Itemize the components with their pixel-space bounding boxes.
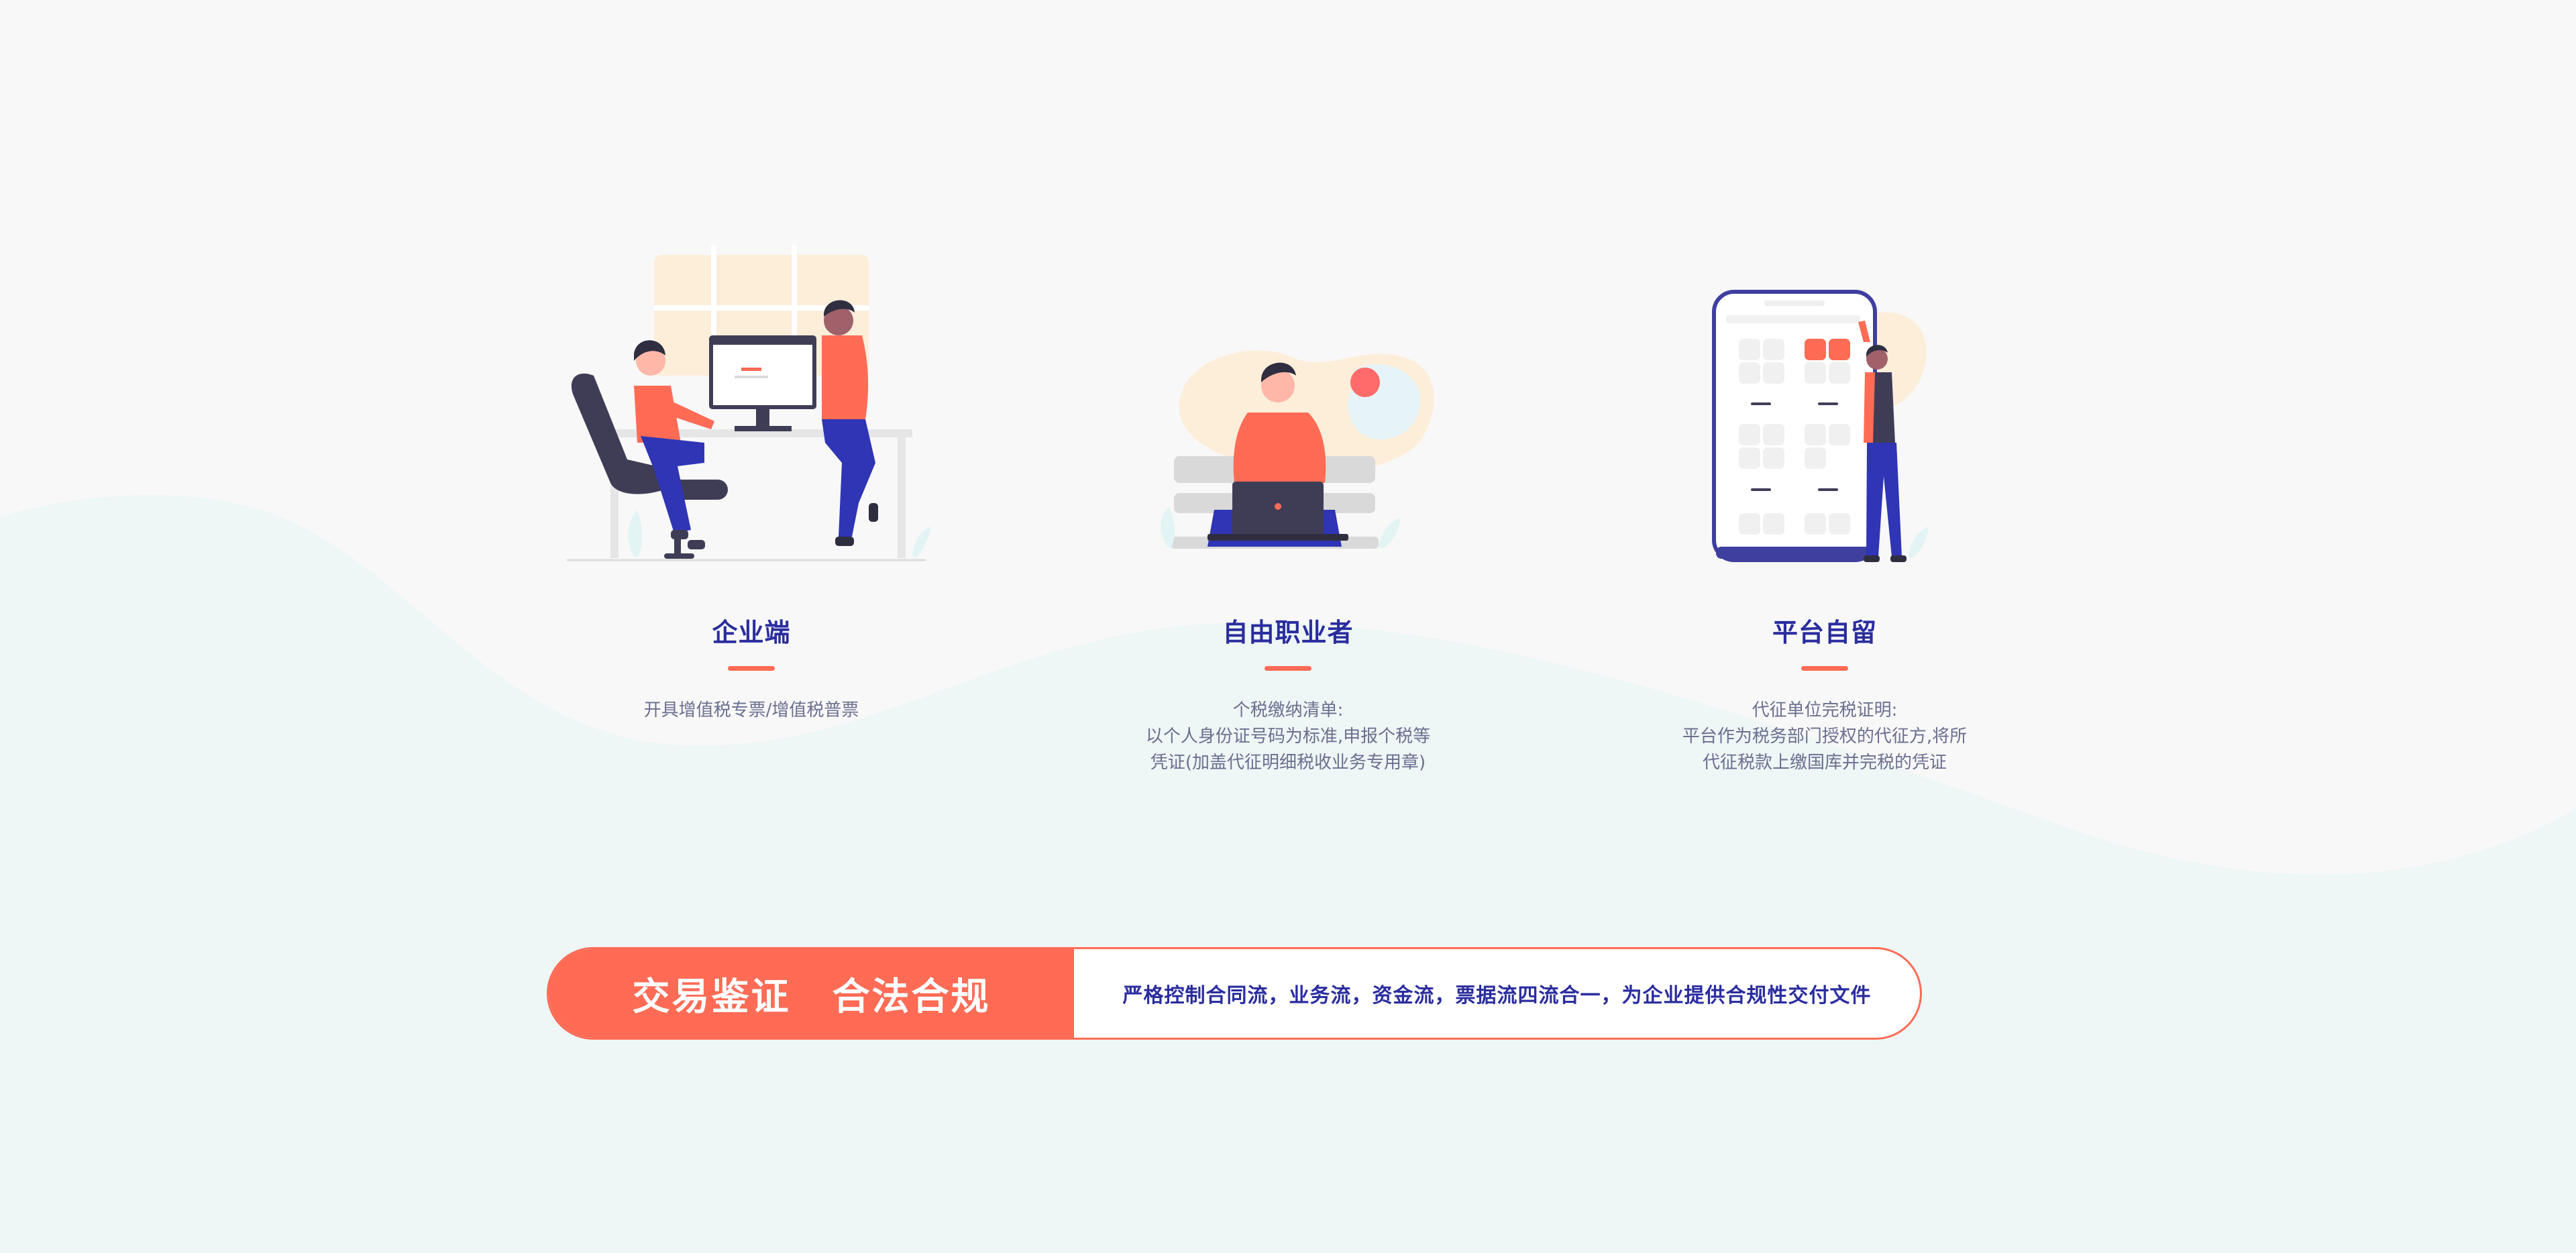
card-title: 平台自留 [1772,618,1877,647]
desc-line: 代征单位完税证明: [1752,700,1898,720]
banner-label: 交易鉴证 合法合规 [549,949,1074,1038]
title-underline [1265,666,1311,671]
banner-label-2: 合法合规 [832,975,991,1019]
banner-label-1: 交易鉴证 [632,975,791,1019]
card-enterprise: 企业端 开具增值税专票/增值税普票 [510,241,993,778]
compliance-banner: 交易鉴证 合法合规 严格控制合同流，业务流，资金流，票据流四流合一，为企业提供合… [547,947,1922,1040]
card-description: 代征单位完税证明: 平台作为税务部门授权的代征方,将所 代征税款上缴国库并完税的… [1583,698,2066,776]
banner-text: 严格控制合同流，业务流，资金流，票据流四流合一，为企业提供合规性交付文件 [1122,984,1872,1007]
card-freelancer: 自由职业者 个税缴纳清单: 以个人身份证号码为标准,申报个税等 凭证(加盖代征明… [1046,241,1529,778]
card-platform: 平台自留 代征单位完税证明: 平台作为税务部门授权的代征方,将所 代征税款上缴国… [1583,241,2066,778]
card-title: 自由职业者 [1222,618,1354,647]
mobile-app-illustration [1712,290,1929,562]
title-underline [1801,666,1848,671]
desc-line: 以个人身份证号码为标准,申报个税等 [1145,726,1431,747]
desc-line: 开具增值税专票/增值税普票 [643,700,859,720]
card-description: 个税缴纳清单: 以个人身份证号码为标准,申报个税等 凭证(加盖代征明细税收业务专… [1046,698,1529,776]
desc-line: 凭证(加盖代征明细税收业务专用章) [1150,753,1426,773]
freelancer-laptop-illustration [1161,350,1434,549]
desc-line: 代征税款上缴国库并完税的凭证 [1702,753,1947,773]
desc-line: 平台作为税务部门授权的代征方,将所 [1682,726,1968,747]
card-title: 企业端 [712,618,791,647]
desc-line: 个税缴纳清单: [1232,700,1344,720]
card-description: 开具增值税专票/增值税普票 [510,698,993,724]
office-desk-illustration [567,245,931,561]
title-underline [728,666,775,671]
